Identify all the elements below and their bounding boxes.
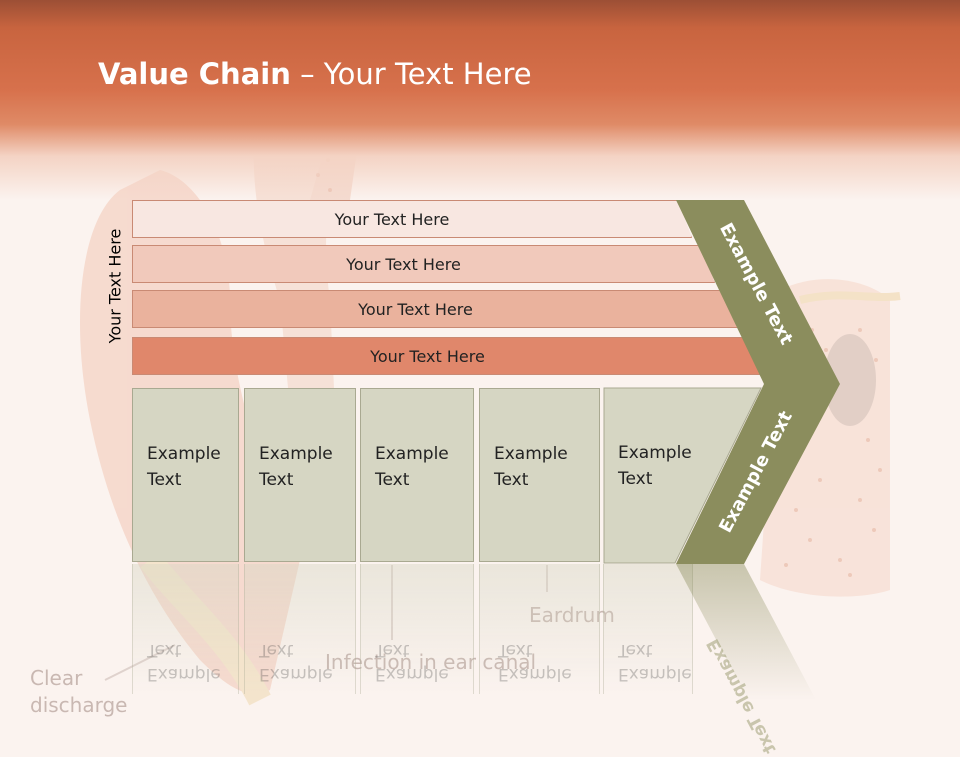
reflection-text-9: Example <box>498 664 572 684</box>
discharge-label: discharge <box>30 693 128 717</box>
title-bold: Value Chain <box>98 57 291 91</box>
box-line-2: Text <box>147 470 182 490</box>
primary-activity-box-1[interactable]: Example Text <box>132 388 239 562</box>
clear-label: Clear <box>30 666 83 690</box>
eardrum-label: Eardrum <box>529 603 615 627</box>
reflection-box-2 <box>244 564 356 694</box>
header-banner <box>0 0 960 200</box>
box-line-1: Example <box>618 443 692 463</box>
primary-activity-box-2[interactable]: Example Text <box>244 388 356 562</box>
box-line-2: Text <box>259 470 294 490</box>
bar-label: Your Text Here <box>358 299 473 319</box>
reflection-chevron <box>676 564 816 700</box>
box-line-1: Example <box>147 444 221 464</box>
margin-chevron[interactable] <box>676 200 840 564</box>
vertical-label: Your Text Here <box>105 228 125 344</box>
support-activity-bar-1[interactable]: Your Text Here <box>132 200 692 238</box>
infection-label: Infection in ear canal <box>325 650 536 674</box>
reflection-box-4 <box>479 564 600 694</box>
support-activity-bar-2[interactable]: Your Text Here <box>132 245 715 283</box>
support-activity-bar-4[interactable]: Your Text Here <box>132 337 763 375</box>
reflection-text-5: Text <box>618 640 653 660</box>
reflection-text-8: Example <box>375 664 449 684</box>
box-line-1: Example <box>375 444 449 464</box>
reflection-text-7: Example <box>259 664 333 684</box>
reflection-text-10: Example <box>618 664 692 684</box>
reflection-box-1 <box>132 564 239 694</box>
reflection-text-4: Text <box>498 640 533 660</box>
box-line-1: Example <box>494 444 568 464</box>
bar-label: Your Text Here <box>370 346 485 366</box>
reflection-text-2: Text <box>259 640 294 660</box>
box-5-text: Example Text <box>618 440 692 492</box>
primary-activity-box-5[interactable] <box>603 387 763 564</box>
slide-title: Value Chain – Your Text Here <box>98 52 532 96</box>
reflection-text-6: Example <box>147 664 221 684</box>
bar-label: Your Text Here <box>334 209 450 229</box>
box-line-2: Text <box>494 470 529 490</box>
box-line-2: Text <box>618 469 653 489</box>
reflection-box-5 <box>603 564 693 694</box>
reflection-box-3 <box>360 564 474 694</box>
box-line-2: Text <box>375 470 410 490</box>
primary-activity-box-4[interactable]: Example Text <box>479 388 600 562</box>
box-line-1: Example <box>259 444 333 464</box>
support-activity-bar-3[interactable]: Your Text Here <box>132 290 739 328</box>
title-rest: – Your Text Here <box>290 57 532 91</box>
bar-label: Your Text Here <box>346 254 461 274</box>
primary-activity-box-3[interactable]: Example Text <box>360 388 474 562</box>
reflection-text-3: Text <box>375 640 410 660</box>
reflection-text-1: Text <box>147 640 182 660</box>
